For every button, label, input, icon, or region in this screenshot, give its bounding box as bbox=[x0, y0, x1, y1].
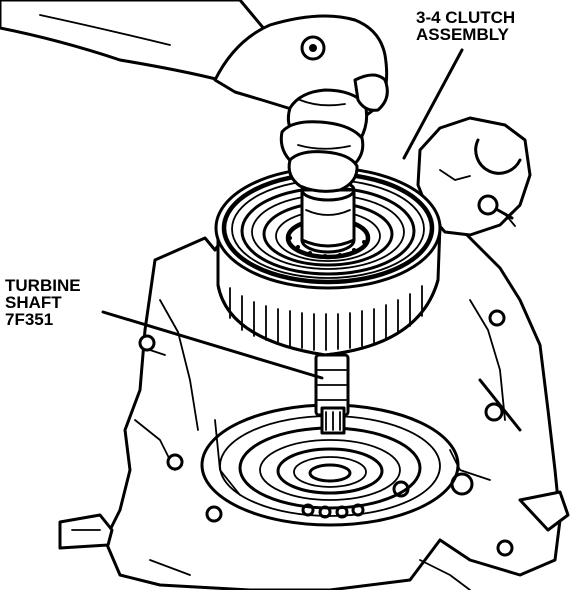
hub-dots bbox=[288, 230, 368, 258]
hand-and-arm bbox=[0, 0, 389, 193]
turbine-label-line1: TURBINE bbox=[5, 276, 81, 295]
turbine-shaft bbox=[314, 353, 350, 435]
clutch-label-line1: 3-4 CLUTCH bbox=[416, 8, 516, 27]
leader-lines bbox=[101, 48, 464, 380]
turbine-label-line3: 7F351 bbox=[5, 310, 54, 329]
clutch-assembly-label: 3-4 CLUTCH ASSEMBLY bbox=[416, 9, 515, 43]
turbine-shaft-label: TURBINE SHAFT 7F351 bbox=[5, 277, 81, 328]
clutch-leader-line bbox=[402, 48, 464, 160]
clutch-assembly bbox=[214, 166, 442, 357]
turbine-leader-line bbox=[101, 310, 324, 380]
clutch-label-line2: ASSEMBLY bbox=[416, 25, 509, 44]
turbine-label-line2: SHAFT bbox=[5, 293, 62, 312]
